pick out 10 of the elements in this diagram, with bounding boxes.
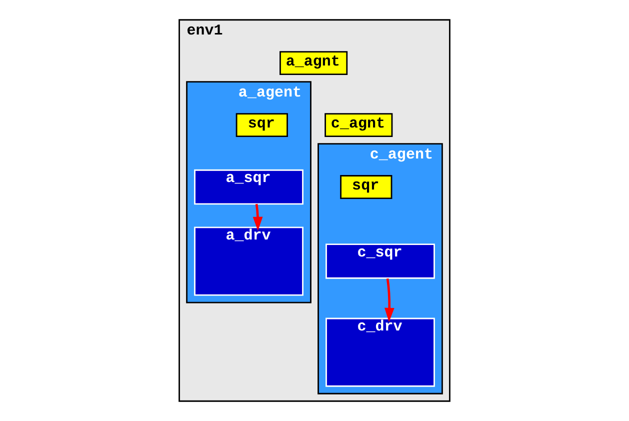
node-box: c_sqr bbox=[326, 244, 435, 279]
node-box: sqr bbox=[236, 113, 288, 138]
node-box: sqr bbox=[340, 175, 392, 199]
arrow bbox=[384, 278, 394, 322]
node-box: a_agnt bbox=[280, 51, 348, 76]
node-box: c_agnt bbox=[324, 113, 393, 138]
arrow bbox=[252, 204, 263, 231]
node-box: a_drv bbox=[194, 226, 304, 296]
node-box: a_sqr bbox=[194, 169, 304, 205]
node-box: c_drv bbox=[326, 318, 435, 387]
